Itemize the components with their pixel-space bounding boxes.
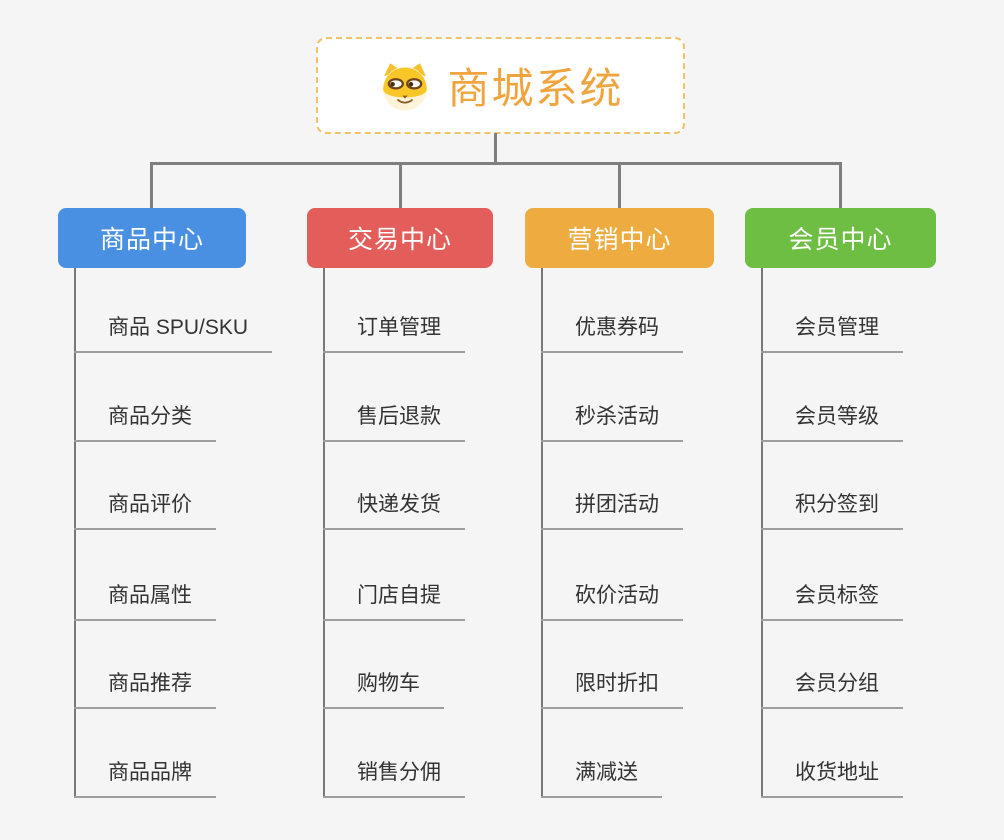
branch-trade-center: 交易中心 订单管理 售后退款 快递发货 门店自提 购物车 销售分佣 bbox=[307, 208, 493, 798]
branch-member-center: 会员中心 会员管理 会员等级 积分签到 会员标签 会员分组 收货地址 bbox=[745, 208, 936, 798]
branch-header-product-center[interactable]: 商品中心 bbox=[58, 208, 246, 268]
dog-face-icon bbox=[377, 60, 433, 112]
leaf-node[interactable]: 销售分佣 bbox=[323, 756, 465, 798]
branch-header-trade-center[interactable]: 交易中心 bbox=[307, 208, 493, 268]
leaf-node[interactable]: 快递发货 bbox=[323, 488, 465, 530]
leaf-node[interactable]: 砍价活动 bbox=[541, 579, 683, 621]
leaf-node[interactable]: 会员等级 bbox=[761, 400, 903, 442]
root-node-mall-system[interactable]: 商城系统 bbox=[316, 37, 685, 134]
leaf-node[interactable]: 优惠券码 bbox=[541, 311, 683, 353]
leaf-node[interactable]: 门店自提 bbox=[323, 579, 465, 621]
leaf-node[interactable]: 商品评价 bbox=[74, 488, 216, 530]
connector-drop-trade bbox=[399, 162, 402, 209]
leaf-node[interactable]: 满减送 bbox=[541, 756, 662, 798]
leaf-node[interactable]: 购物车 bbox=[323, 667, 444, 709]
branch-marketing-center: 营销中心 优惠券码 秒杀活动 拼团活动 砍价活动 限时折扣 满减送 bbox=[525, 208, 714, 798]
leaf-node[interactable]: 收货地址 bbox=[761, 756, 903, 798]
connector-root-stub bbox=[494, 133, 497, 163]
branch-line bbox=[541, 268, 543, 798]
leaf-node[interactable]: 商品 SPU/SKU bbox=[74, 311, 273, 353]
leaf-node[interactable]: 会员管理 bbox=[761, 311, 903, 353]
branch-line bbox=[74, 268, 76, 798]
leaf-node[interactable]: 会员分组 bbox=[761, 667, 903, 709]
leaf-node[interactable]: 售后退款 bbox=[323, 400, 465, 442]
leaf-node[interactable]: 商品推荐 bbox=[74, 667, 216, 709]
branch-product-center: 商品中心 商品 SPU/SKU 商品分类 商品评价 商品属性 商品推荐 商品品牌 bbox=[58, 208, 273, 798]
branch-line bbox=[323, 268, 325, 798]
leaf-node[interactable]: 限时折扣 bbox=[541, 667, 683, 709]
leaf-node[interactable]: 会员标签 bbox=[761, 579, 903, 621]
connector-drop-marketing bbox=[618, 162, 621, 209]
leaf-node[interactable]: 秒杀活动 bbox=[541, 400, 683, 442]
leaf-node[interactable]: 积分签到 bbox=[761, 488, 903, 530]
branch-header-member-center[interactable]: 会员中心 bbox=[745, 208, 936, 268]
root-node-title: 商城系统 bbox=[447, 65, 624, 112]
connector-drop-member bbox=[839, 162, 842, 209]
leaf-node[interactable]: 订单管理 bbox=[323, 311, 465, 353]
connector-horizontal-bar bbox=[150, 162, 842, 165]
leaf-node[interactable]: 拼团活动 bbox=[541, 488, 683, 530]
leaf-node[interactable]: 商品属性 bbox=[74, 579, 216, 621]
leaf-node[interactable]: 商品分类 bbox=[74, 400, 216, 442]
connector-drop-product bbox=[150, 162, 153, 209]
leaf-node[interactable]: 商品品牌 bbox=[74, 756, 216, 798]
branch-line bbox=[761, 268, 763, 798]
branch-header-marketing-center[interactable]: 营销中心 bbox=[525, 208, 714, 268]
